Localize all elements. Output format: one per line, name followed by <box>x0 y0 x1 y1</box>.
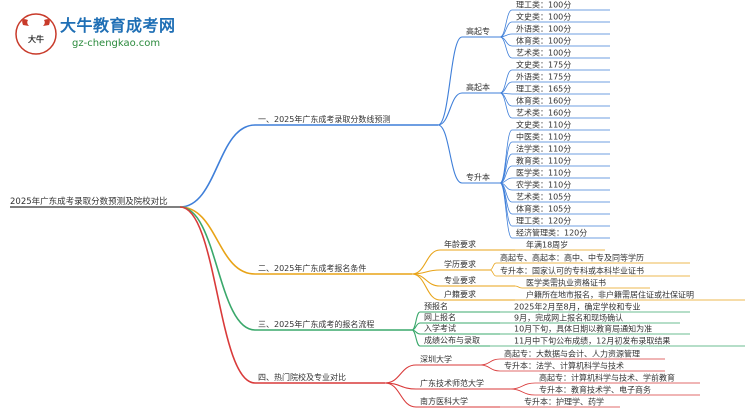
group-label: 南方医科大学 <box>420 396 468 406</box>
group-label: 广东技术师范大学 <box>420 378 484 388</box>
group-connector <box>411 269 441 275</box>
branch-1-label: 一、2025年广东成考录取分数线预测 <box>258 114 390 124</box>
leaf-label: 专升本：护理学、药学 <box>524 397 604 407</box>
group-connector <box>384 382 417 408</box>
leaf-label: 高起专、高起本：高中、中专及同等学历 <box>500 253 644 263</box>
branch-connector <box>179 206 256 384</box>
group-connector <box>437 92 463 126</box>
leaf-connector <box>499 92 513 119</box>
group-label: 网上报名 <box>424 312 456 322</box>
leaf-label: 户籍所在地市报名，非户籍需居住证或社保证明 <box>526 290 694 300</box>
group-connector <box>437 36 463 126</box>
leaf-label: 外语类：100分 <box>516 24 571 34</box>
leaf-label: 专升本：法学、计算机科学与技术 <box>504 361 624 371</box>
root-topic: 2025年广东成考录取分数预测及院校对比 <box>10 196 168 207</box>
leaf-connector <box>499 36 513 59</box>
leaf-label: 高起专：计算机科学与技术、学前教育 <box>539 373 675 383</box>
group-connector <box>411 273 441 301</box>
leaf-label: 艺术类：105分 <box>516 192 571 202</box>
leaf-label: 专升本：教育技术学、电子商务 <box>539 385 651 395</box>
leaf-connector <box>479 358 501 366</box>
group-connector <box>384 364 417 384</box>
brand-name: 大牛教育成考网 <box>60 16 176 35</box>
group-label: 入学考试 <box>424 323 456 333</box>
leaf-label: 理工类：100分 <box>516 0 571 10</box>
leaf-connector <box>499 9 513 38</box>
leaf-label: 艺术类：100分 <box>516 48 571 58</box>
group-connector <box>437 124 463 184</box>
leaf-label: 医学类需执业资格证书 <box>526 278 606 288</box>
leaf-label: 体育类：105分 <box>516 204 571 214</box>
branch-connector <box>179 124 256 208</box>
leaf-label: 9月，完成网上报名和现场确认 <box>514 313 623 323</box>
brand-logo: 大牛 大牛教育成考网 gz-chengkao.com <box>14 10 176 58</box>
leaf-label: 经济管理类：120分 <box>516 228 587 238</box>
group-label: 专业要求 <box>444 275 476 285</box>
leaf-connector <box>489 262 497 271</box>
leaf-label: 中医类：110分 <box>516 132 571 142</box>
bull-logo-icon: 大牛 <box>15 13 57 55</box>
leaf-connector <box>509 388 536 396</box>
logo-text: 大牛 <box>28 34 44 44</box>
leaf-label: 外语类：175分 <box>516 72 571 82</box>
leaf-label: 10月下旬，具体日期以教育局通知为准 <box>514 324 652 334</box>
group-label: 高起专 <box>466 26 490 36</box>
leaf-connector <box>499 141 513 184</box>
group-label: 深圳大学 <box>420 354 452 364</box>
leaf-label: 农学类：110分 <box>516 180 571 190</box>
leaf-label: 高起专：大数据与会计、人力资源管理 <box>504 349 640 359</box>
branch-connector <box>179 206 256 331</box>
leaf-label: 教育类：110分 <box>516 156 571 166</box>
leaf-connector <box>499 69 513 94</box>
leaf-label: 理工类：165分 <box>516 84 571 94</box>
leaf-label: 法学类：110分 <box>516 144 571 154</box>
branch-4-label: 四、热门院校及专业对比 <box>258 372 346 382</box>
branch-connector <box>179 206 256 275</box>
leaf-connector <box>499 81 513 94</box>
group-label: 专升本 <box>466 172 490 182</box>
leaf-label: 医学类：110分 <box>516 168 571 178</box>
leaf-label: 11月中下旬公布成绩，12月初发布录取结果 <box>514 336 670 346</box>
leaf-label: 文史类：175分 <box>516 60 571 70</box>
group-label: 户籍要求 <box>444 289 476 299</box>
leaf-label: 年满18周岁 <box>526 240 568 250</box>
leaf-label: 理工类：120分 <box>516 216 571 226</box>
leaf-connector <box>509 382 536 390</box>
leaf-label: 体育类：160分 <box>516 96 571 106</box>
leaf-connector <box>514 285 523 289</box>
branch-2-label: 二、2025年广东成考报名条件 <box>258 263 366 273</box>
leaf-label: 体育类：100分 <box>516 36 571 46</box>
group-label: 年龄要求 <box>444 239 476 249</box>
group-label: 成绩公布与录取 <box>424 335 480 345</box>
group-label: 学历要求 <box>444 259 476 269</box>
group-label: 预报名 <box>424 301 448 311</box>
leaf-label: 专升本：国家认可的专科或本科毕业证书 <box>500 266 644 276</box>
leaf-label: 艺术类：160分 <box>516 108 571 118</box>
leaf-label: 文史类：110分 <box>516 120 571 130</box>
group-connector <box>411 273 441 287</box>
leaf-label: 2025年2月至8月，确定学校和专业 <box>514 302 641 312</box>
branch-3-label: 三、2025年广东成考的报名流程 <box>258 319 374 329</box>
leaf-label: 文史类：100分 <box>516 12 571 22</box>
leaf-connector <box>479 364 501 372</box>
group-connector <box>411 249 441 275</box>
brand-url: gz-chengkao.com <box>72 38 161 49</box>
group-label: 高起本 <box>466 82 490 92</box>
leaf-connector <box>489 269 497 277</box>
leaf-connector <box>499 182 513 239</box>
group-connector <box>411 329 421 347</box>
